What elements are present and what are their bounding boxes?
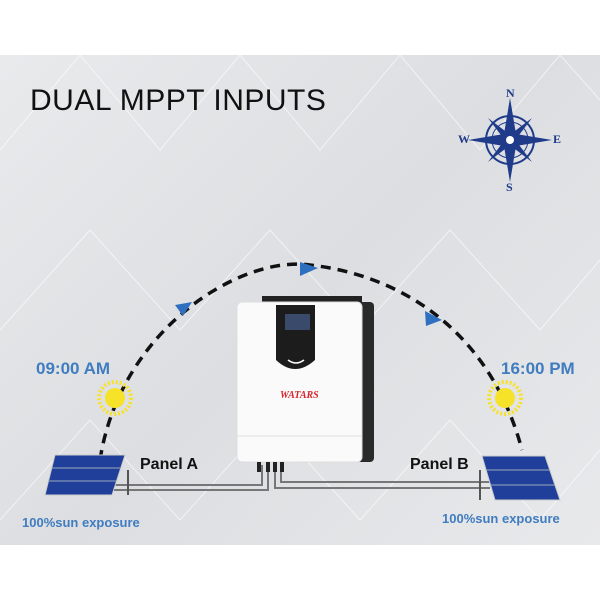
page-title: DUAL MPPT INPUTS	[30, 84, 327, 117]
panel-a-label: Panel A	[140, 456, 199, 473]
sun-icon-right	[487, 380, 523, 416]
brand-logo: WATARS	[280, 390, 319, 401]
arrow-icon	[175, 302, 192, 316]
compass-east: E	[553, 132, 562, 146]
compass-west: W	[458, 132, 470, 146]
end-time: 16:00 PM	[501, 359, 575, 378]
panel-b-label: Panel B	[410, 456, 469, 473]
right-exposure: 100%sun exposure	[442, 511, 560, 526]
left-exposure: 100%sun exposure	[22, 515, 140, 530]
solar-panel-left	[44, 454, 126, 496]
solar-panel-right	[481, 455, 561, 501]
sun-icon-left	[97, 380, 133, 416]
start-time: 09:00 AM	[36, 359, 111, 378]
compass-south: S	[506, 180, 513, 194]
inverter	[236, 296, 374, 472]
sun-path-arc	[98, 262, 524, 461]
compass-north: N	[506, 86, 515, 100]
compass-icon	[468, 98, 552, 182]
arrow-icon	[300, 262, 318, 276]
arrow-icon	[425, 311, 442, 326]
